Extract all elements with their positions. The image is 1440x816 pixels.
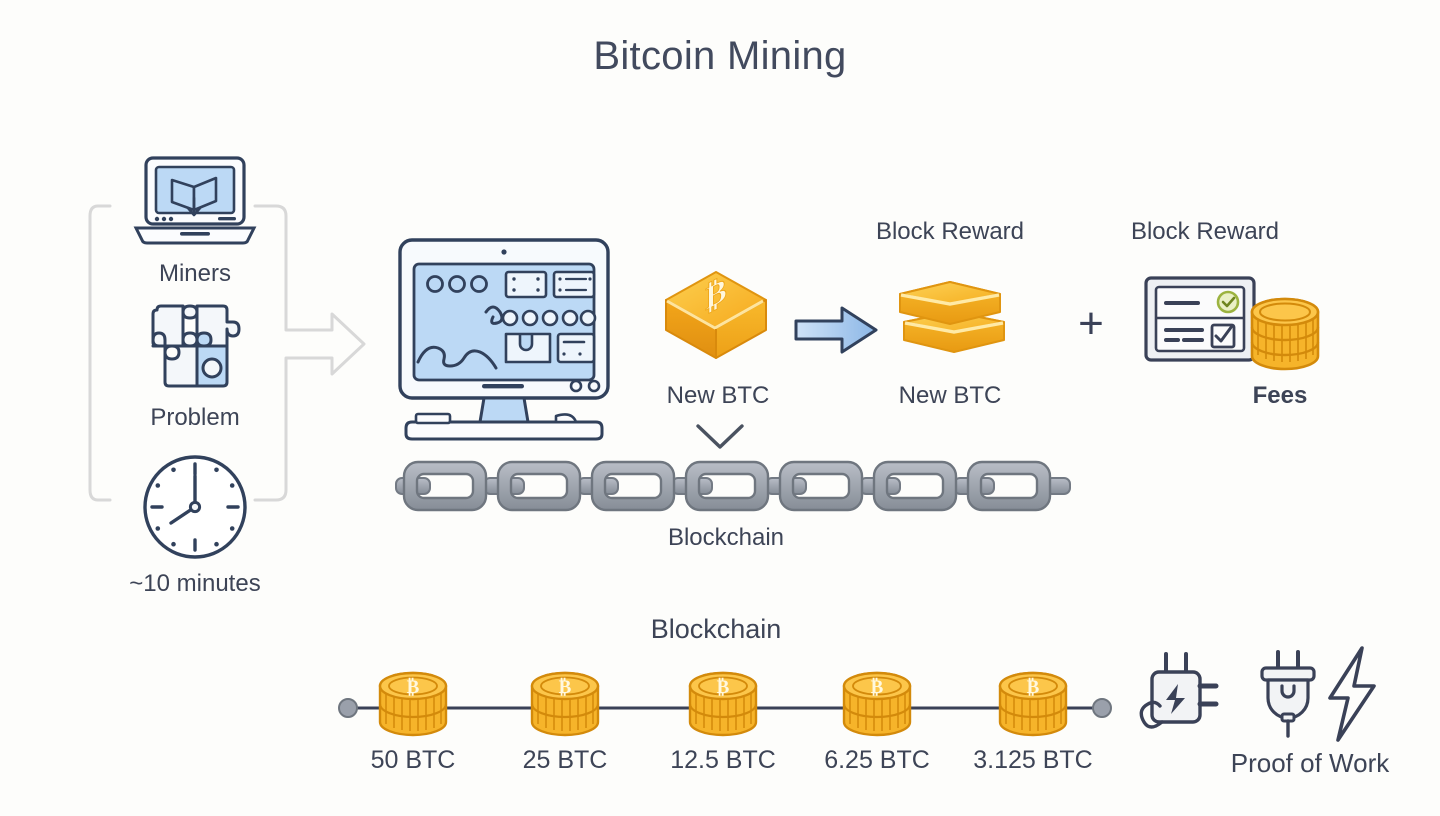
clock-icon (140, 452, 250, 562)
power-plug-cord-icon (1128, 648, 1224, 740)
puzzle-icon (143, 300, 247, 392)
bitcoin-cube-icon: ₿ (662, 266, 774, 366)
halving-label-2: 12.5 BTC (670, 746, 776, 774)
desktop-computer-icon (394, 234, 634, 444)
blockchain-chain-label: Blockchain (667, 524, 785, 551)
left-item-label-time: ~10 minutes (129, 570, 261, 597)
svg-text:₿: ₿ (705, 271, 727, 318)
coin-stack-icon: ₿ (838, 664, 916, 742)
svg-text:₿: ₿ (871, 677, 884, 698)
halving-label-1: 25 BTC (522, 746, 608, 774)
fees-label: Fees (1252, 382, 1308, 409)
right-arrow-icon (792, 303, 880, 357)
chevron-down-icon (692, 420, 748, 454)
left-item-label-problem: Problem (150, 404, 240, 431)
coin-stack-icon: ₿ (994, 664, 1072, 742)
laptop-icon (128, 152, 262, 248)
svg-text:₿: ₿ (717, 677, 730, 698)
halving-label-0: 50 BTC (370, 746, 456, 774)
receipt-and-coins-icon (1140, 270, 1326, 378)
coin-stack-icon: ₿ (684, 664, 762, 742)
new-btc-cube-label: New BTC (666, 382, 770, 409)
halving-label-3: 6.25 BTC (824, 746, 930, 774)
plug-icon (1254, 648, 1324, 740)
left-item-label-miners: Miners (158, 260, 231, 287)
lightning-bolt-icon (1320, 644, 1382, 744)
new-btc-bars-label: New BTC (898, 382, 1002, 409)
plus-symbol: + (1078, 299, 1104, 348)
halving-timeline-title: Blockchain (650, 614, 782, 644)
svg-text:₿: ₿ (559, 677, 572, 698)
gold-bars-icon (892, 266, 1012, 368)
block-reward-heading-2: Block Reward (1130, 218, 1280, 245)
svg-text:₿: ₿ (1027, 677, 1040, 698)
halving-label-4: 3.125 BTC (973, 746, 1093, 774)
page-title: Bitcoin Mining (593, 34, 847, 78)
coin-stack-icon: ₿ (526, 664, 604, 742)
chain-links-icon (395, 452, 1071, 520)
svg-text:₿: ₿ (407, 677, 420, 698)
coin-stack-icon: ₿ (374, 664, 452, 742)
proof-of-work-label: Proof of Work (1230, 748, 1390, 778)
left-bracket-arrow (80, 190, 380, 520)
block-reward-heading-1: Block Reward (875, 218, 1025, 245)
